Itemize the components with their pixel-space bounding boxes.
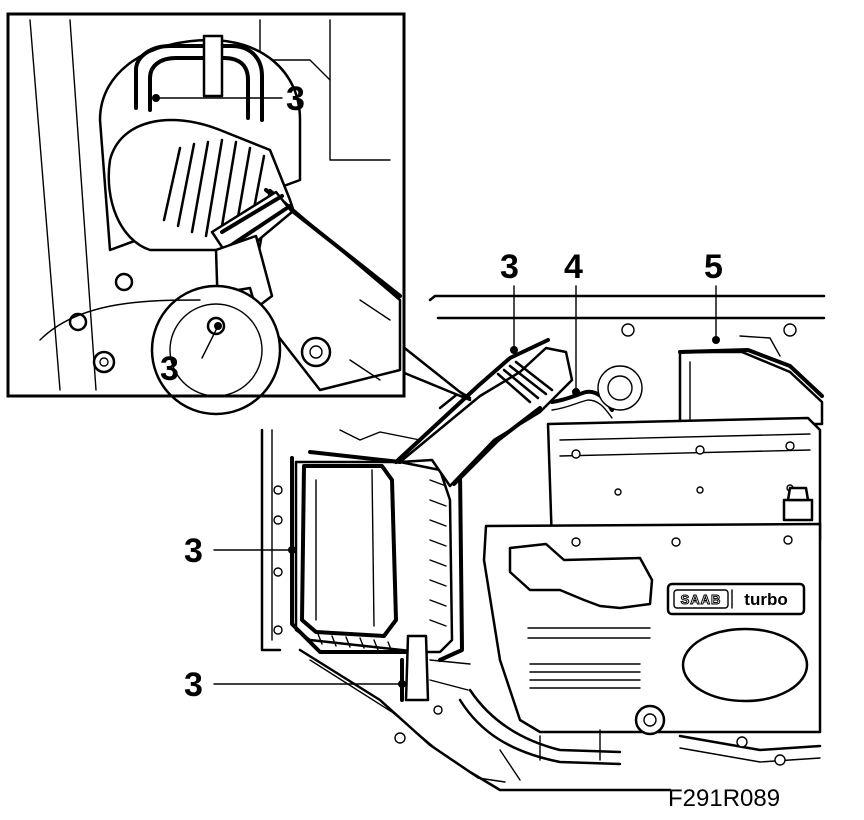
callout-3-bracket: 3 bbox=[184, 666, 203, 704]
brand-model-text: turbo bbox=[744, 590, 787, 609]
inset-detail bbox=[6, 12, 472, 416]
callout-3-inset-top: 3 bbox=[286, 80, 305, 118]
brand-logo-text: SAAB bbox=[681, 592, 722, 607]
intake-hose bbox=[394, 338, 574, 488]
figure-id: F291R089 bbox=[668, 785, 780, 812]
callout-4-hose: 4 bbox=[564, 248, 583, 286]
engine-block: SAAB turbo bbox=[482, 416, 822, 734]
callout-leaders bbox=[152, 94, 720, 688]
callout-3-inset-bottom: 3 bbox=[160, 350, 179, 388]
callout-labels: 3 3 3 4 5 3 3 bbox=[160, 80, 723, 704]
air-filter-housing bbox=[290, 450, 464, 662]
expansion-tank bbox=[597, 335, 824, 426]
callout-3-air-box: 3 bbox=[184, 532, 203, 570]
callout-5-tank: 5 bbox=[704, 248, 723, 286]
lower-components bbox=[400, 634, 822, 781]
inset-content bbox=[29, 19, 402, 416]
fender-bolts bbox=[273, 323, 797, 744]
engine-bay-view: SAAB turbo bbox=[260, 294, 826, 792]
callout-3-intake-hose: 3 bbox=[500, 248, 519, 286]
